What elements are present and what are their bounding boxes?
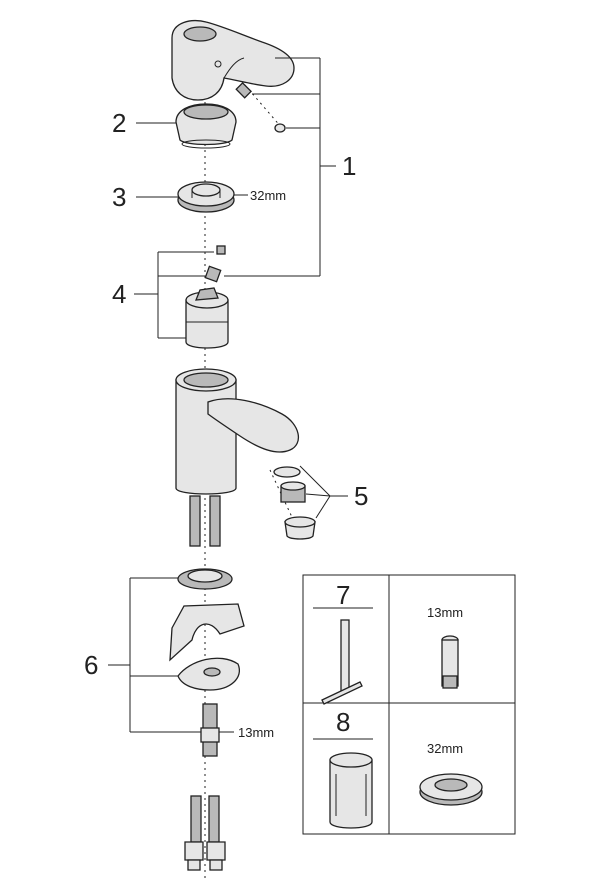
tool8-dimension: 32mm xyxy=(427,741,463,756)
nut-dimension: 32mm xyxy=(250,188,286,203)
cartridge-screw xyxy=(216,245,226,255)
aerator-seal xyxy=(273,466,301,478)
lever-adapter xyxy=(204,265,222,283)
tool-box xyxy=(302,574,516,835)
threaded-stud xyxy=(200,703,220,757)
tool7-dimension: 13mm xyxy=(427,605,463,620)
callout-3: 3 xyxy=(112,182,126,212)
callout-5-leader xyxy=(299,465,348,519)
cartridge-nut-32mm xyxy=(177,181,235,213)
mounting-seal xyxy=(177,568,233,590)
ceramic-cartridge xyxy=(185,287,229,349)
callout-4-leader xyxy=(134,251,214,339)
callout-7: 7 xyxy=(336,580,350,610)
cap-sleeve xyxy=(175,103,237,149)
lever-handle xyxy=(171,19,295,101)
aerator-housing xyxy=(284,516,316,540)
callout-8: 8 xyxy=(336,707,350,737)
32mm-nut-tool xyxy=(419,773,483,806)
hex-key-tool xyxy=(321,619,363,705)
lever-screw-axis xyxy=(224,61,283,129)
13mm-socket-tool xyxy=(441,635,459,689)
set-screw xyxy=(235,82,252,99)
cover-cap xyxy=(274,123,286,133)
callout-6: 6 xyxy=(84,650,98,680)
fixing-plate xyxy=(169,603,245,662)
callout-6-leader xyxy=(108,577,201,733)
callout-5: 5 xyxy=(354,481,368,511)
aerator-insert xyxy=(280,481,306,503)
fixing-horseshoe xyxy=(177,657,240,691)
callout-1: 1 xyxy=(342,151,356,181)
faucet-body xyxy=(175,368,300,495)
callout-2: 2 xyxy=(112,108,126,138)
stud-dimension: 13mm xyxy=(238,725,274,740)
callout-1-leader xyxy=(224,57,336,277)
supply-hoses-lower xyxy=(184,795,226,871)
callout-4: 4 xyxy=(112,279,126,309)
supply-hoses-upper xyxy=(189,495,221,547)
socket-wrench-tool xyxy=(329,752,373,829)
